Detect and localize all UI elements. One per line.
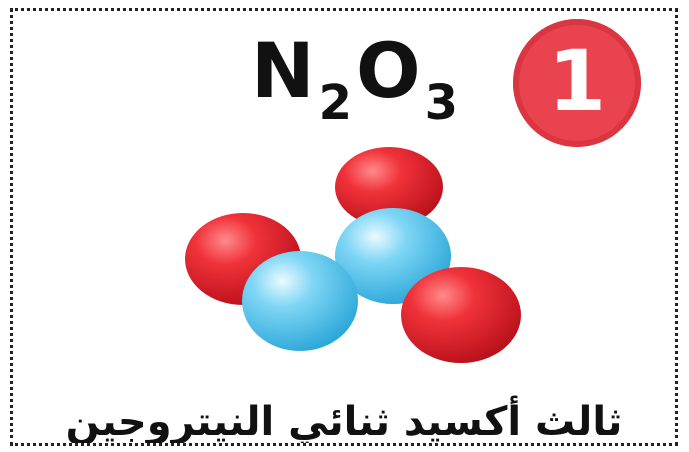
compound-card: N2O3 1 ثالث أكسيد ثنائي النيتروجين (10, 8, 678, 446)
nitrogen-atom-left (242, 251, 358, 351)
molecule-model (185, 147, 521, 363)
formula-oxygen-symbol: O (356, 26, 423, 115)
formula-oxygen-subscript: 3 (424, 75, 461, 131)
compound-name: ثالث أكسيد ثنائي النيتروجين (65, 399, 623, 445)
oxygen-atom-top (335, 147, 443, 227)
number-badge: 1 (513, 19, 641, 147)
formula-nitrogen-subscript: 2 (318, 75, 355, 131)
formula-nitrogen-symbol: N (251, 26, 317, 115)
oxygen-atom-right (401, 267, 521, 363)
chemical-formula: N2O3 (251, 33, 462, 128)
number-badge-label: 1 (547, 32, 607, 130)
